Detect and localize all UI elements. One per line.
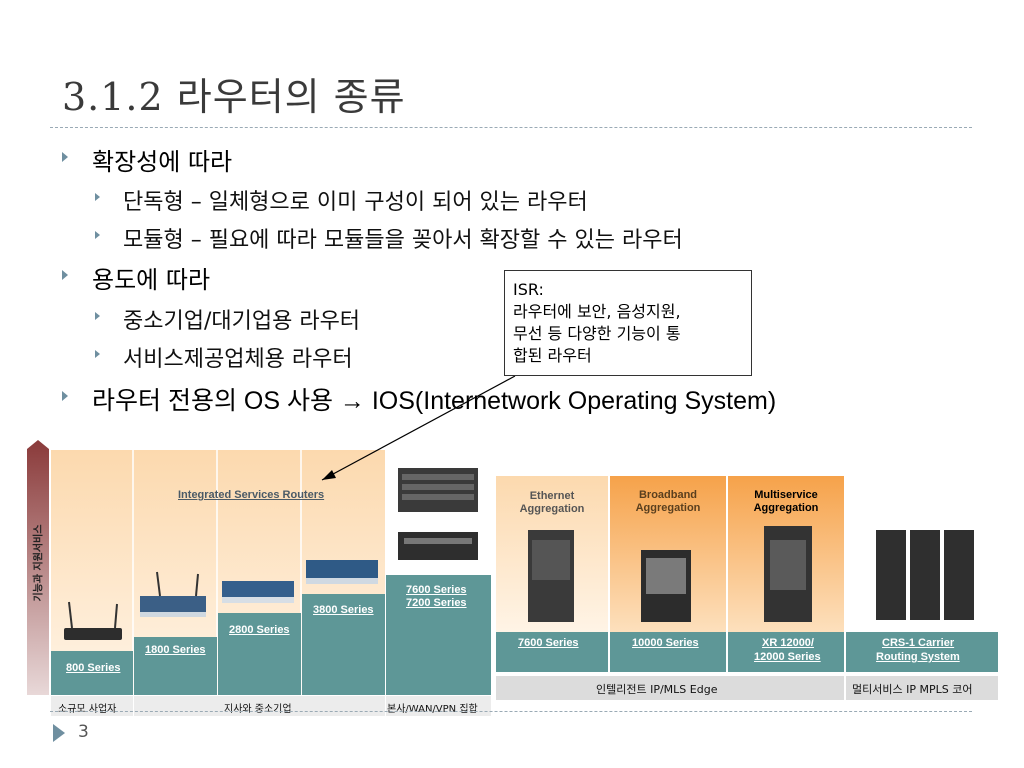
segment-branch-label: 지사와 중소기업 — [224, 704, 292, 715]
label-12000-series: 12000 Series — [754, 651, 821, 663]
footer-arrow-icon — [53, 724, 65, 742]
bullet-arrow-icon — [62, 270, 68, 280]
router-sp7600-image — [528, 530, 574, 622]
label-7600-series: 7600 Series — [406, 584, 467, 596]
label-1800-series: 1800 Series — [145, 644, 206, 656]
bullet-text: 모듈형 – 필요에 따라 모듈들을 꽂아서 확장할 수 있는 라우터 — [123, 228, 683, 253]
segment-edge-label: 인텔리전트 IP/MLS Edge — [596, 683, 718, 696]
bar-800-series — [51, 651, 133, 695]
sp-bar-10000 — [610, 632, 726, 672]
bullet-arrow-icon — [95, 231, 100, 239]
segment-edge-bg — [496, 676, 844, 700]
label-800-series: 800 Series — [66, 662, 121, 674]
sp-bar-12000 — [728, 632, 844, 672]
y-axis-label: 기능과 지원서비스 — [33, 524, 45, 602]
callout-line: 라우터에 보안, 음성지원, — [513, 302, 681, 321]
label-xr-12000: XR 12000/ — [762, 637, 814, 649]
isr-callout-box: ISR: 라우터에 보안, 음성지원, 무선 등 다양한 기능이 통 합된 라우… — [504, 270, 752, 376]
segment-small-label: 소규모 사업자 — [58, 704, 117, 715]
bullet-arrow-icon — [95, 312, 100, 320]
isr-title: Integrated Services Routers — [178, 489, 325, 501]
bar-2800-series — [218, 613, 301, 695]
bullet-text: 확장성에 따라 — [92, 148, 233, 176]
bar-1800-series — [134, 637, 217, 695]
callout-line: ISR: — [513, 280, 544, 299]
router-1800-image — [140, 571, 206, 617]
bullet-ios: 라우터 전용의 OS 사용 → IOS(Internetwork Operati… — [62, 381, 776, 417]
label-routing-system: Routing System — [876, 651, 960, 663]
router-7600-7200-image — [398, 468, 478, 560]
bullet-arrow-icon — [62, 152, 68, 162]
slide-title: 3.1.2 라우터의 종류 — [62, 75, 406, 119]
segment-core-bg — [846, 676, 998, 700]
page-number: 3 — [78, 722, 89, 742]
bullet-text: 용도에 따라 — [92, 266, 211, 294]
bullet-text: 라우터 전용의 OS 사용 → IOS(Internetwork Operati… — [92, 387, 777, 415]
sp-bar-7600 — [496, 632, 608, 672]
bullet-scalability: 확장성에 따라 — [62, 142, 232, 177]
router-10000-image — [641, 550, 691, 622]
bullet-arrow-icon — [95, 193, 100, 201]
label-7200-series: 7200 Series — [406, 597, 467, 609]
connector-arrowhead — [322, 470, 336, 480]
label-2800-series: 2800 Series — [229, 624, 290, 636]
callout-line: 합된 라우터 — [513, 346, 592, 365]
router-2800-image — [222, 581, 294, 603]
title-divider — [50, 127, 972, 128]
label-crs1-carrier: CRS-1 Carrier — [882, 637, 955, 649]
bullet-modular: 모듈형 – 필요에 따라 모듈들을 꽂아서 확장할 수 있는 라우터 — [95, 222, 683, 254]
bullet-text: 서비스제공업체용 라우터 — [123, 347, 353, 372]
sp-bar-crs1 — [846, 632, 998, 672]
router-12000-image — [764, 526, 812, 622]
callout-connector — [321, 375, 516, 481]
callout-line: 무선 등 다양한 기능이 통 — [513, 324, 681, 343]
bar-7600-7200-series — [386, 575, 491, 695]
bullet-enterprise: 중소기업/대기업용 라우터 — [95, 303, 360, 335]
segment-core-label: 멀티서비스 IP MPLS 코어 — [852, 683, 973, 696]
y-axis-arrow — [27, 440, 49, 695]
label-10000-series: 10000 Series — [632, 637, 699, 649]
bullet-standalone: 단독형 – 일체형으로 이미 구성이 되어 있는 라우터 — [95, 184, 588, 216]
label-sp-7600-series: 7600 Series — [518, 637, 579, 649]
bullet-arrow-icon — [95, 350, 100, 358]
label-3800-series: 3800 Series — [313, 604, 374, 616]
router-crs1-image — [876, 530, 974, 620]
router-3800-image — [306, 560, 378, 584]
router-800-image — [64, 601, 122, 640]
segment-hq-label: 본사/WAN/VPN 집합 — [387, 704, 478, 715]
footer-divider — [50, 711, 972, 712]
bullet-text: 중소기업/대기업용 라우터 — [123, 309, 361, 334]
bullet-arrow-icon — [62, 391, 68, 401]
bullet-service-provider: 서비스제공업체용 라우터 — [95, 341, 353, 373]
bar-3800-series — [302, 594, 385, 695]
bullet-purpose: 용도에 따라 — [62, 260, 210, 295]
bullet-text: 단독형 – 일체형으로 이미 구성이 되어 있는 라우터 — [123, 190, 588, 215]
